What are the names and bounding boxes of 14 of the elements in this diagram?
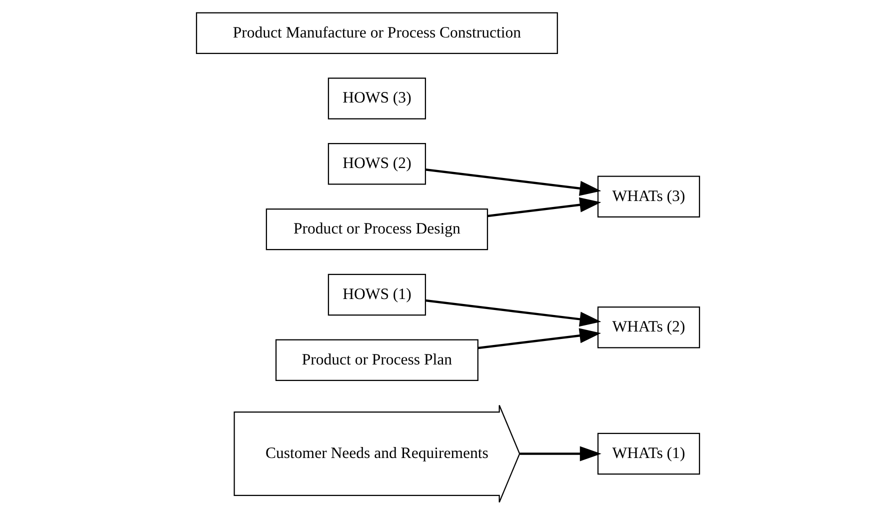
node-box: Product or Process Plan <box>275 339 478 381</box>
node-box: HOWS (1) <box>328 274 426 316</box>
node-box: Product Manufacture or Process Construction <box>196 12 558 54</box>
arrow <box>426 299 602 327</box>
arrow <box>426 168 602 196</box>
node-box: Product or Process Design <box>266 208 488 250</box>
arrow <box>488 197 602 218</box>
arrow <box>520 446 602 462</box>
arrow <box>478 328 602 350</box>
node-box: WHATs (1) <box>597 432 700 475</box>
node-box: WHATs (3) <box>597 176 700 218</box>
node-box: HOWS (3) <box>328 78 426 120</box>
node-box: HOWS (2) <box>328 143 426 185</box>
node-box: WHATs (2) <box>597 306 700 348</box>
